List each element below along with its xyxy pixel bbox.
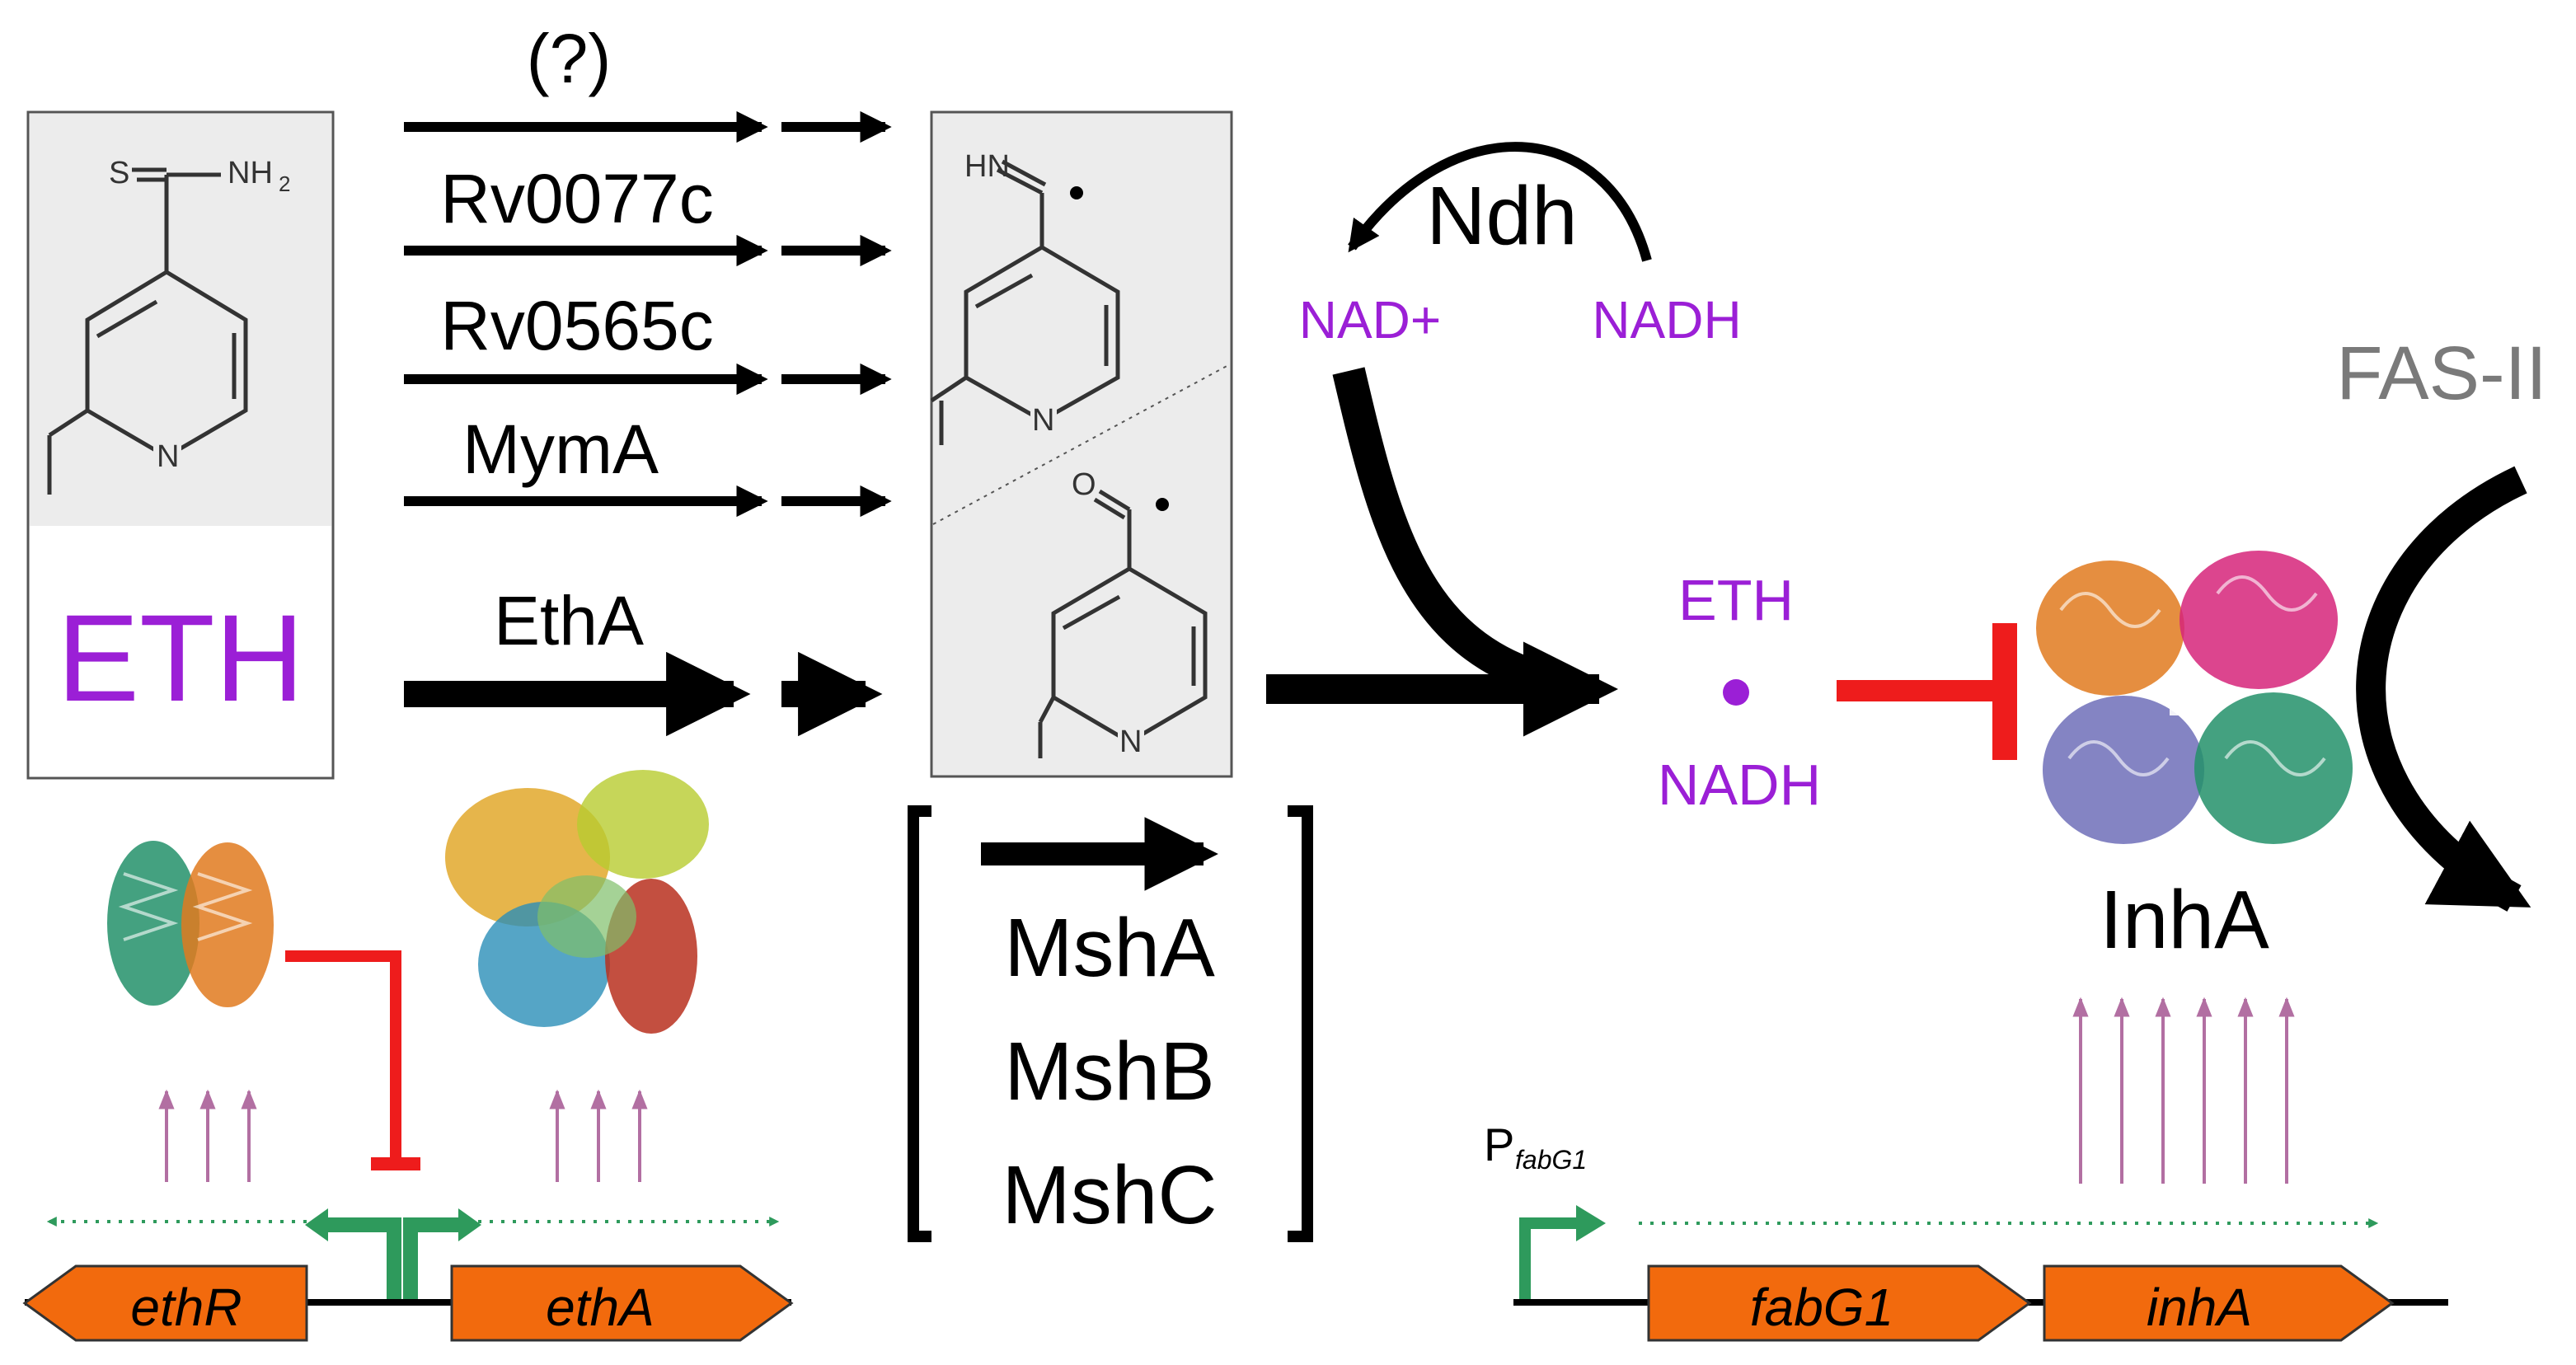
adduct-nadh-label: NADH bbox=[1658, 753, 1821, 817]
mycothiol-bracket: MshA MshB MshC bbox=[908, 805, 1313, 1242]
adduct-eth-label: ETH bbox=[1678, 568, 1794, 632]
etha-protein-image bbox=[445, 770, 709, 1034]
ethr-repression-line bbox=[285, 950, 401, 1164]
adduct-bond-dot bbox=[1723, 679, 1749, 706]
inha-gene-label: inhA bbox=[2147, 1278, 2252, 1337]
mshc-label: MshC bbox=[1002, 1149, 1217, 1241]
nad-plus-label: NAD+ bbox=[1299, 290, 1442, 349]
ethr-etha-operon: ethR ethA bbox=[22, 1208, 794, 1342]
eth-panel: S NH 2 N ETH bbox=[26, 110, 335, 780]
mshb-label: MshB bbox=[1004, 1025, 1215, 1118]
eth-nad-adduct: ETH NADH bbox=[1658, 568, 1821, 817]
promoter-label: P bbox=[1484, 1119, 1514, 1170]
ndh-enzyme-label: Ndh bbox=[1426, 170, 1577, 262]
nadh-cycle-label: NADH bbox=[1592, 290, 1741, 349]
fas-ii-arrow bbox=[2356, 466, 2531, 912]
ethr-gene-label: ethR bbox=[130, 1278, 242, 1337]
msha-label: MshA bbox=[1004, 902, 1215, 994]
activator-label-rv0565c: Rv0565c bbox=[440, 287, 714, 364]
fabg1-gene bbox=[1647, 1264, 2032, 1342]
oxo-label: O bbox=[1072, 467, 1096, 502]
drug-name: ETH bbox=[57, 589, 304, 727]
promoter-subscript: fabG1 bbox=[1515, 1145, 1587, 1175]
ethr-gene bbox=[22, 1264, 308, 1342]
acyl-radical-structure bbox=[1038, 489, 1208, 758]
activator-label-rv0077c: Rv0077c bbox=[440, 160, 714, 237]
inha-expression-arrows bbox=[2072, 997, 2295, 1184]
activator-label-unknown: (?) bbox=[527, 20, 612, 97]
inhibition-arrow bbox=[1837, 623, 2017, 760]
etha-gene bbox=[450, 1264, 794, 1342]
etha-expression-arrows bbox=[549, 1089, 648, 1182]
activator-label-etha: EthA bbox=[494, 582, 644, 659]
inha-gene bbox=[2043, 1264, 2395, 1342]
inha-protein-image bbox=[2036, 551, 2353, 844]
activator-arrows: (?) Rv0077c Rv0565c MymA EthA bbox=[404, 20, 892, 737]
fabg1-gene-label: fabG1 bbox=[1750, 1278, 1893, 1337]
ring-n-label: N bbox=[157, 439, 179, 474]
inha-label: InhA bbox=[2100, 874, 2269, 966]
ndh-cycle: Ndh NAD+ NADH bbox=[1299, 142, 1742, 692]
ethr-protein-image bbox=[107, 841, 274, 1007]
amine-subscript: 2 bbox=[279, 171, 290, 196]
imine-ring-n-label: N bbox=[1032, 403, 1054, 438]
imine-label: HN bbox=[964, 149, 1010, 184]
acyl-ring-n-label: N bbox=[1119, 725, 1142, 759]
etha-gene-label: ethA bbox=[546, 1278, 655, 1337]
fabg1-inha-operon: P fabG1 fabG1 inhA bbox=[1484, 1119, 2448, 1342]
fas-ii-label: FAS-II bbox=[2336, 331, 2547, 415]
intermediates-panel: HN N O N bbox=[930, 110, 1233, 778]
ethr-expression-arrows bbox=[158, 1089, 257, 1182]
thio-atom-label: S bbox=[109, 156, 129, 190]
activator-label-myma: MymA bbox=[462, 410, 659, 488]
amine-label: NH bbox=[228, 156, 273, 190]
